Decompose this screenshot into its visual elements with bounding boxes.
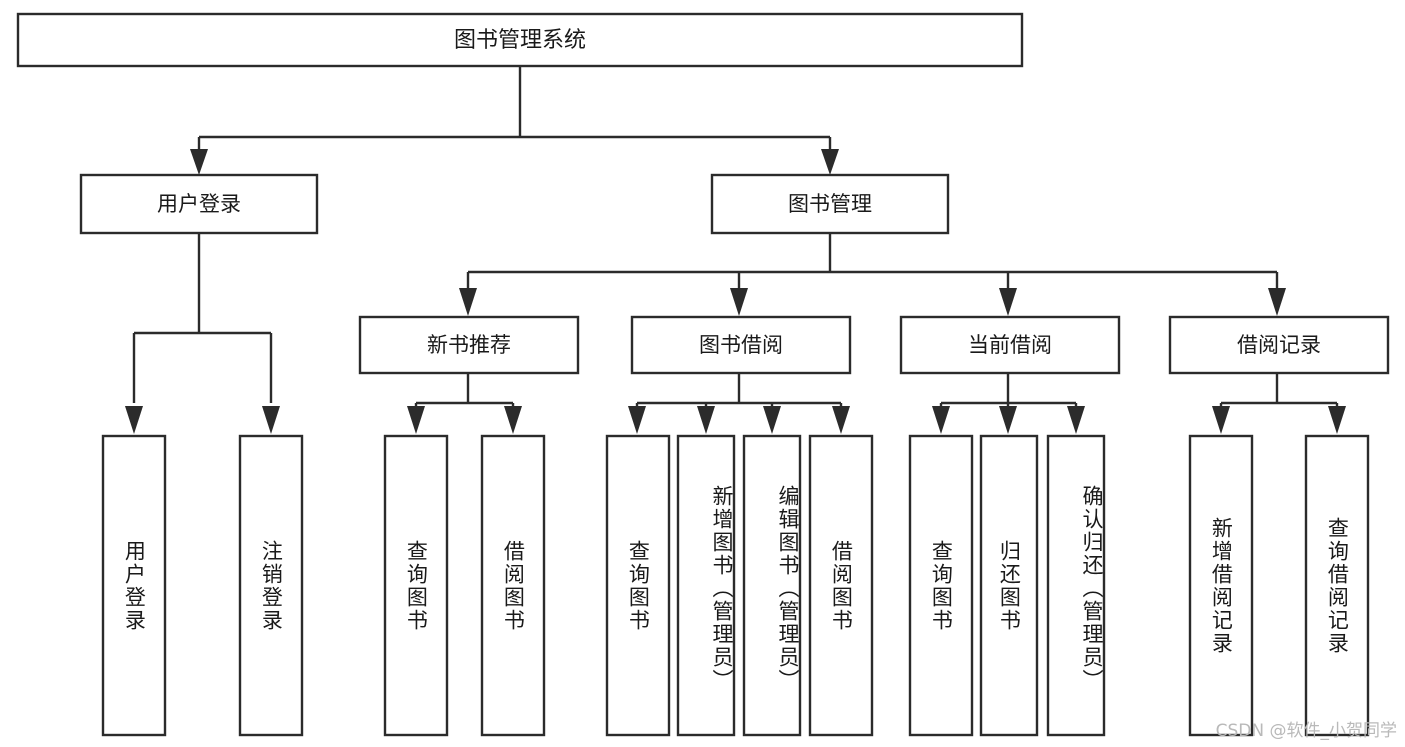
arrow-new-book-leaf-2: [504, 406, 522, 434]
node-leaf-user-login-box[interactable]: [101, 434, 167, 737]
arrow-user-login-leaf-2: [262, 406, 280, 434]
node-layer: 图书管理系统 用户登录 图书管理 新书推荐 图书借阅 当前借阅 借阅记录: [16, 12, 1390, 737]
node-leaf-query-record-box[interactable]: [1304, 434, 1370, 737]
arrow-book-mgmt-to-current: [999, 288, 1017, 316]
arrow-current-leaf-2: [999, 406, 1017, 434]
arrow-book-mgmt-to-borrow: [730, 288, 748, 316]
node-user-login-label: 用户登录: [157, 192, 241, 216]
node-leaf-query-book-1-box[interactable]: [383, 434, 449, 737]
arrow-book-mgmt-to-new-book: [459, 288, 477, 316]
node-root-box[interactable]: [16, 12, 1024, 68]
node-leaf-query-book-2-box[interactable]: [605, 434, 671, 737]
node-current-borrow-box[interactable]: [899, 315, 1121, 375]
arrow-book-mgmt-to-record: [1268, 288, 1286, 316]
node-leaf-add-book-box[interactable]: [676, 434, 736, 737]
node-borrow-record-box[interactable]: [1168, 315, 1390, 375]
arrow-borrow-leaf-4: [832, 406, 850, 434]
node-leaf-borrow-book-2-box[interactable]: [808, 434, 874, 737]
node-leaf-confirm-return-box[interactable]: [1046, 434, 1106, 737]
node-new-book-recommend-label: 新书推荐: [427, 333, 511, 357]
node-root-label: 图书管理系统: [454, 28, 586, 53]
node-book-borrow-label: 图书借阅: [699, 333, 783, 357]
node-book-management-label: 图书管理: [788, 192, 872, 216]
watermark-text: CSDN @软件_小贺同学: [1215, 721, 1397, 741]
node-book-management-box[interactable]: [710, 173, 950, 235]
arrow-current-leaf-3: [1067, 406, 1085, 434]
arrow-new-book-leaf-1: [407, 406, 425, 434]
arrow-borrow-leaf-1: [628, 406, 646, 434]
arrow-record-leaf-1: [1212, 406, 1230, 434]
node-user-login-box[interactable]: [79, 173, 319, 235]
arrow-user-login-leaf-1: [125, 406, 143, 434]
node-borrow-record-label: 借阅记录: [1237, 333, 1321, 357]
node-leaf-query-book-3-box[interactable]: [908, 434, 974, 737]
node-book-borrow-box[interactable]: [630, 315, 852, 375]
arrow-root-to-book-mgmt: [821, 149, 839, 175]
node-new-book-recommend-box[interactable]: [358, 315, 580, 375]
node-leaf-edit-book-box[interactable]: [742, 434, 802, 737]
arrow-borrow-leaf-2: [697, 406, 715, 434]
node-leaf-logout-box[interactable]: [238, 434, 304, 737]
arrow-current-leaf-1: [932, 406, 950, 434]
arrow-borrow-leaf-3: [763, 406, 781, 434]
node-leaf-borrow-book-1-box[interactable]: [480, 434, 546, 737]
arrow-root-to-user-login: [190, 149, 208, 175]
connector-layer: [125, 66, 1346, 434]
node-leaf-return-book-box[interactable]: [979, 434, 1039, 737]
arrow-record-leaf-2: [1328, 406, 1346, 434]
node-current-borrow-label: 当前借阅: [968, 333, 1052, 357]
node-leaf-add-record-box[interactable]: [1188, 434, 1254, 737]
